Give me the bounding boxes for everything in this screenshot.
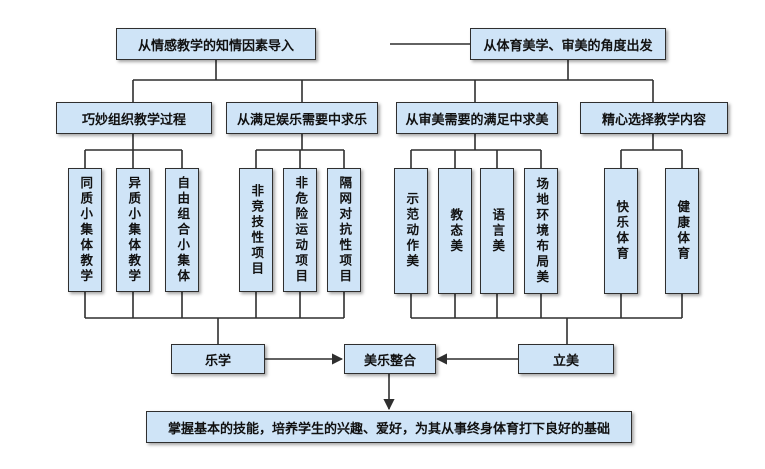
intro-box-aesthetics: 从体育美学、审美的角度出发	[470, 28, 666, 60]
item-demonstration-beauty: 示范动作美	[394, 168, 428, 294]
item-healthy-pe: 健康体育	[665, 168, 699, 294]
goal-box: 掌握基本的技能，培养学生的兴趣、爱好，为其从事终身体育打下良好的基础	[146, 411, 632, 443]
item-manner-beauty: 教态美	[438, 168, 472, 294]
group-title-aesthetic-needs: 从审美需要的满足中求美	[396, 102, 558, 134]
intro-box-emotion: 从情感教学的知情因素导入	[116, 28, 316, 60]
enjoy-learning-box: 乐学	[171, 344, 265, 374]
group-title-process: 巧妙组织教学过程	[56, 102, 212, 134]
item-heterogeneous-group: 异质小集体教学	[116, 168, 150, 292]
group-title-entertainment: 从满足娱乐需要中求乐	[226, 102, 378, 134]
item-language-beauty: 语言美	[480, 168, 514, 294]
item-homogeneous-group: 同质小集体教学	[68, 168, 102, 292]
item-happy-pe: 快乐体育	[604, 168, 638, 294]
establish-beauty-box: 立美	[518, 344, 614, 374]
item-non-competitive: 非竞技性项目	[239, 168, 273, 292]
item-venue-layout-beauty: 场地环境布局美	[524, 168, 558, 294]
item-net-confrontation: 隔网对抗性项目	[327, 168, 361, 292]
item-non-dangerous: 非危险运动项目	[283, 168, 317, 292]
item-free-group: 自由组合小集体	[165, 168, 199, 292]
group-title-content: 精心选择教学内容	[580, 102, 728, 134]
integration-box: 美乐整合	[344, 344, 436, 374]
